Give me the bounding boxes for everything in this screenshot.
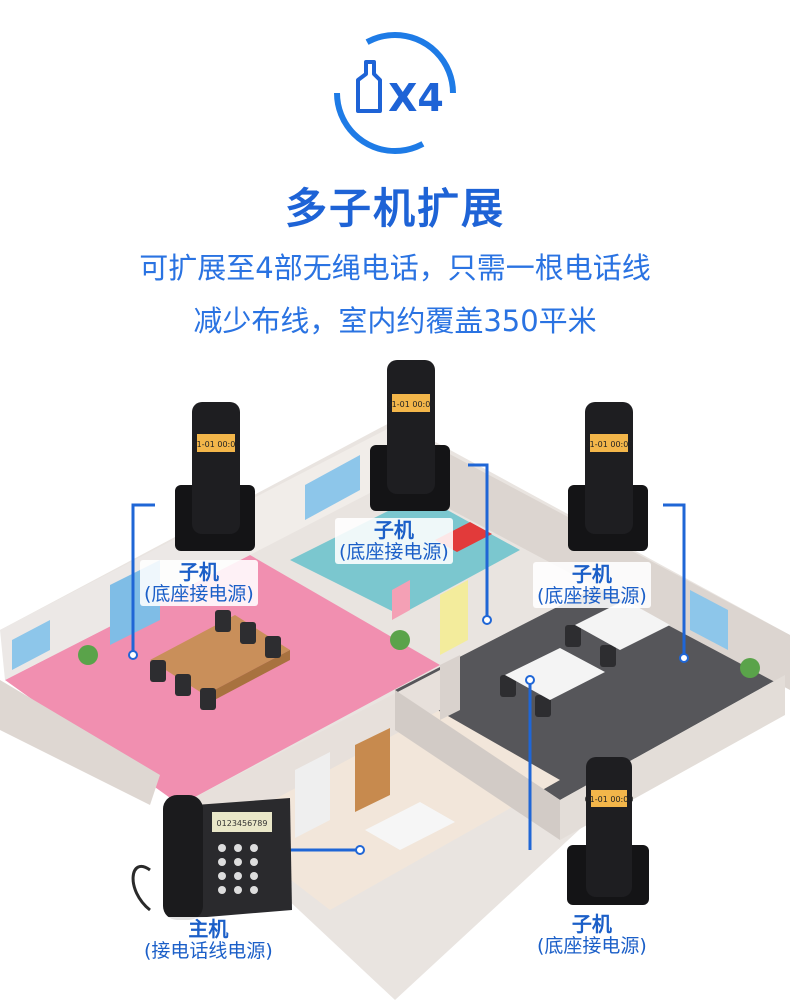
base-desk-phone: 0123456789 bbox=[131, 795, 292, 920]
svg-text:0123456789: 0123456789 bbox=[217, 819, 268, 828]
handset-icon bbox=[356, 60, 382, 113]
base-unit-label: 主机(接电话线电源) bbox=[140, 917, 277, 963]
handset-label-center: 子机(底座接电源) bbox=[335, 518, 453, 564]
svg-text:01-01 00:00: 01-01 00:00 bbox=[387, 400, 436, 409]
headline: 多子机扩展 bbox=[284, 184, 505, 233]
svg-text:01-01 00:00: 01-01 00:00 bbox=[192, 440, 241, 449]
handset-label-left: 子机(底座接电源) bbox=[140, 560, 258, 606]
expansion-badge: X4 bbox=[331, 32, 459, 154]
subtitle-line-1: 可扩展至4部无绳电话，只需一根电话线 bbox=[139, 251, 651, 285]
svg-text:01-01 00:00: 01-01 00:00 bbox=[585, 440, 634, 449]
svg-text:01-01 00:00: 01-01 00:00 bbox=[585, 795, 634, 804]
handset-phone: 01-01 00:00 bbox=[567, 757, 649, 905]
handset-label-bottom: 子机(底座接电源) bbox=[533, 912, 651, 958]
badge-text: X4 bbox=[388, 76, 444, 120]
handset-label-right: 子机(底座接电源) bbox=[533, 562, 651, 608]
handset-phone: 01-01 00:00 bbox=[568, 402, 648, 551]
handset-phone: 01-01 00:00 bbox=[175, 402, 255, 551]
subtitle-line-2: 减少布线，室内约覆盖350平米 bbox=[193, 304, 597, 338]
office-floorplan: 01-01 00:00 01-01 00:00 01-01 00:00 01-0… bbox=[0, 350, 790, 1000]
handset-phone: 01-01 00:00 bbox=[370, 360, 450, 511]
